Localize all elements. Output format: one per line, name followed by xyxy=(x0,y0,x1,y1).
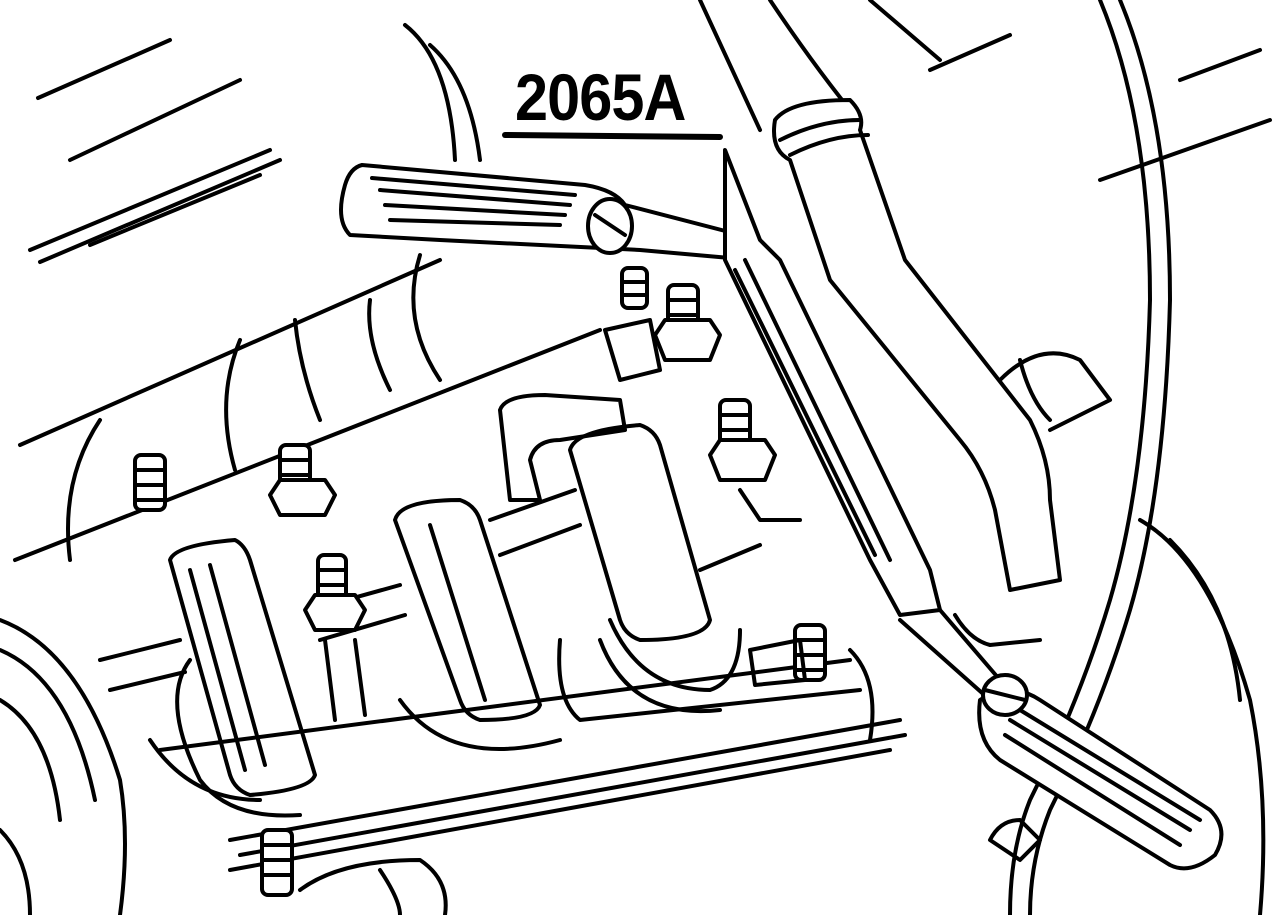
stud-7 xyxy=(748,623,827,687)
stud-2 xyxy=(268,443,337,517)
part-number-label: 2065A xyxy=(515,60,686,134)
tool-lower-handle xyxy=(898,608,1224,871)
stud-8 xyxy=(260,828,294,897)
hose xyxy=(698,0,1112,592)
crankshaft xyxy=(98,488,762,802)
bearing-caps xyxy=(168,393,712,797)
label-leader-line xyxy=(502,132,723,140)
studs-and-nuts xyxy=(133,266,827,897)
stud-4 xyxy=(620,266,649,310)
stud-3 xyxy=(303,553,367,722)
tool-upper-handle xyxy=(339,163,762,260)
stud-1 xyxy=(133,453,167,512)
stud-6 xyxy=(708,398,802,522)
cable xyxy=(988,0,1266,915)
block-lower-rails xyxy=(158,638,907,915)
stud-5 xyxy=(603,283,722,382)
